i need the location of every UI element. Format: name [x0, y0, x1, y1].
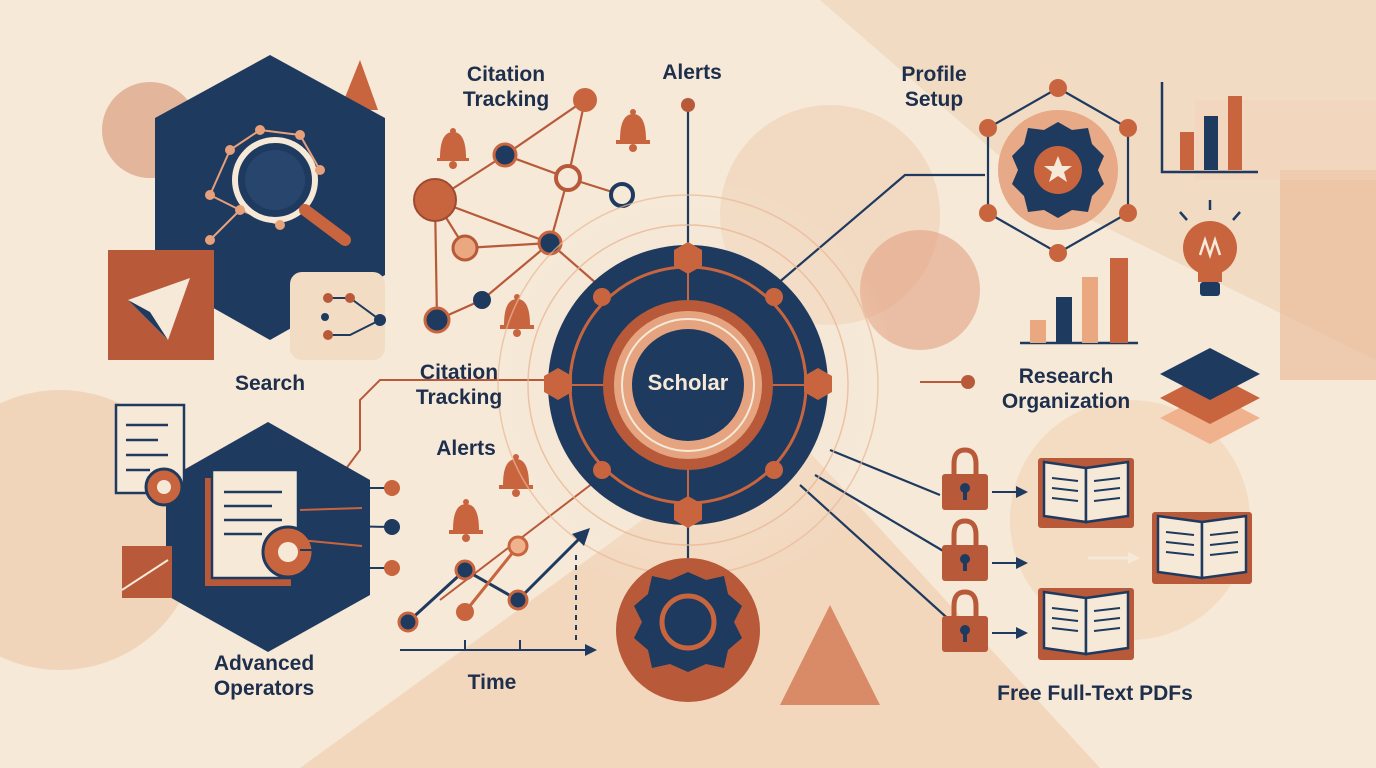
operator-branches — [299, 480, 400, 576]
label-research-organization: Research Organization — [1001, 365, 1131, 413]
lock-icon — [942, 589, 988, 652]
folded-card-icon — [108, 250, 214, 360]
citation-network — [413, 88, 635, 334]
central-hub — [497, 194, 879, 576]
gear-star-icon — [979, 79, 1137, 262]
book-icon — [1038, 588, 1134, 660]
bell-icon — [616, 109, 650, 152]
label-time: Time — [467, 671, 517, 694]
label-citation-tracking-mid: Citation Tracking — [415, 361, 503, 409]
research-node — [961, 375, 975, 389]
alerts-node — [681, 98, 695, 112]
pdf-arrows — [992, 486, 1140, 639]
hub-label: Scholar — [647, 370, 729, 395]
bar-chart-icon — [1020, 258, 1138, 345]
gear-icon — [616, 558, 760, 702]
label-alerts-mid: Alerts — [436, 437, 496, 460]
hub-connectors — [686, 105, 985, 626]
label-advanced-operators: Advanced Operators — [213, 652, 315, 700]
book-icon — [1038, 458, 1134, 528]
documents-gear-icon — [114, 403, 370, 652]
label-citation-tracking-top: Citation Tracking — [462, 63, 550, 111]
flow-icon — [290, 272, 386, 360]
bell-icon — [449, 499, 483, 542]
label-free-full-text-pdfs: Free Full-Text PDFs — [997, 682, 1193, 705]
lock-icon — [942, 518, 988, 581]
line-chart-icon — [397, 528, 597, 656]
book-icon — [1152, 512, 1252, 584]
lightbulb-icon — [1179, 200, 1241, 296]
layers-icon — [1160, 348, 1260, 444]
label-search: Search — [234, 372, 306, 395]
bar-chart-icon — [1160, 82, 1258, 174]
label-alerts-top: Alerts — [662, 61, 722, 84]
bell-icon — [436, 128, 470, 169]
lock-icon — [942, 447, 988, 510]
label-profile-setup: Profile Setup — [901, 63, 967, 111]
